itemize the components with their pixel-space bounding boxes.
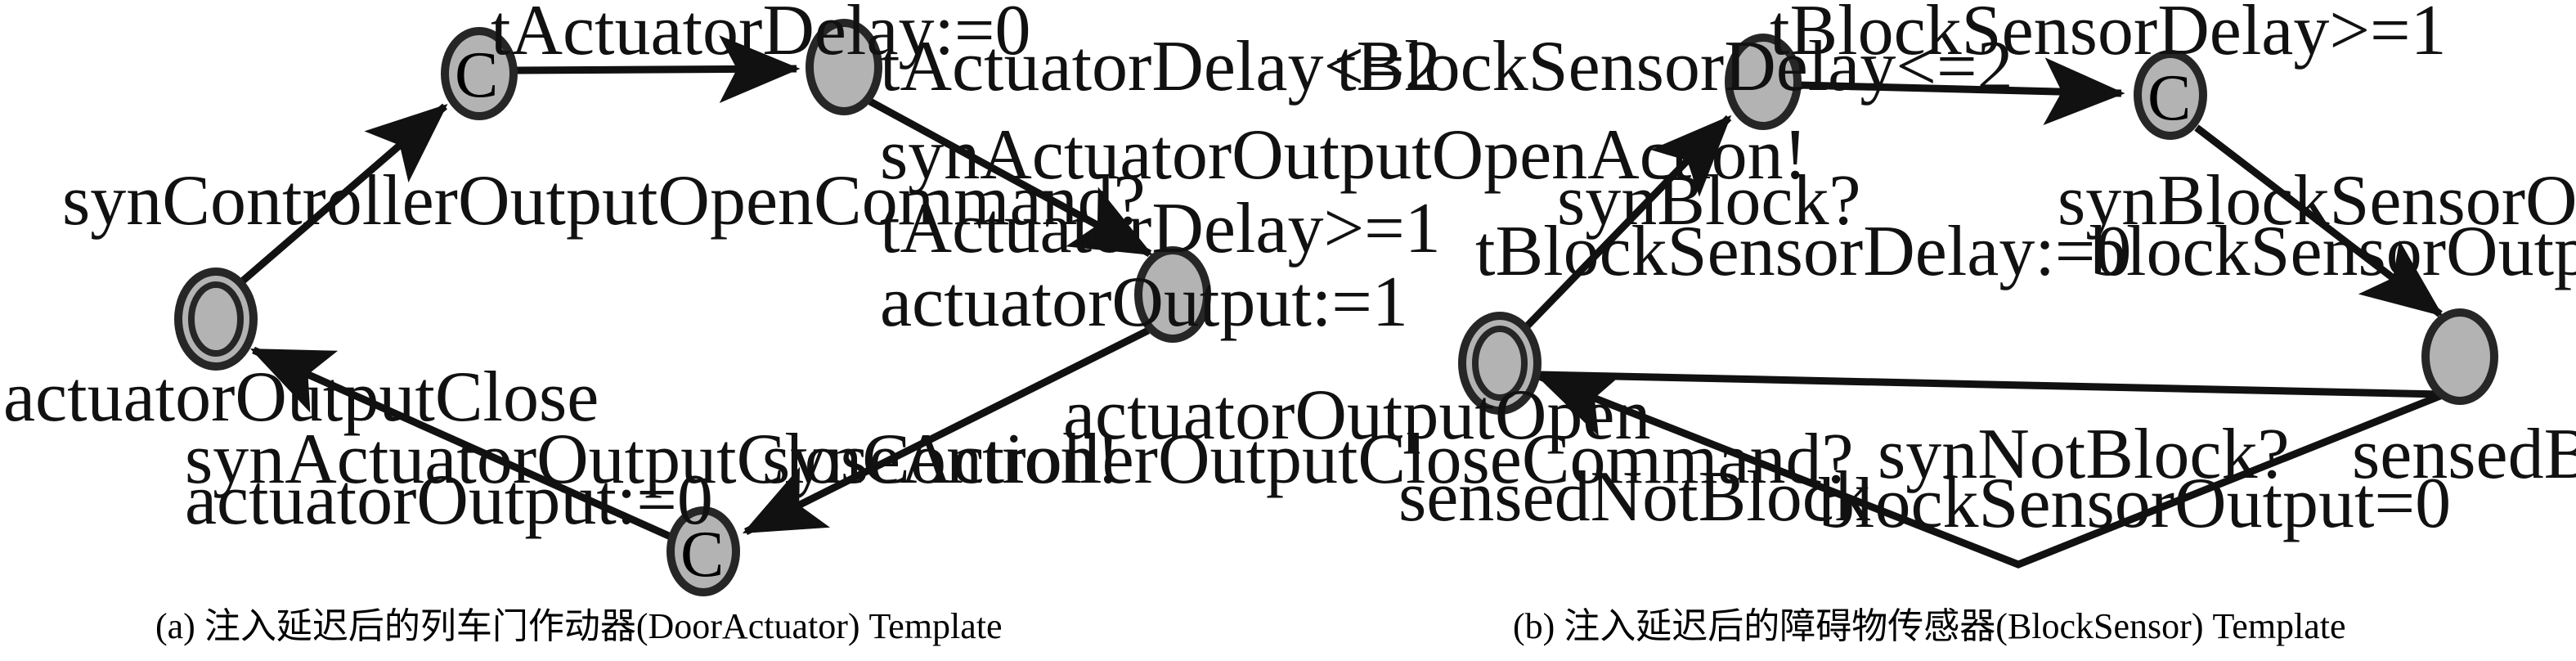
label-b-output-block: synBlockSensorOutputBlock! xyxy=(2058,160,2576,241)
edge-a-c1-to-wait xyxy=(514,35,801,103)
label-a-guard-ge1: tActuatorDelay>=1 xyxy=(880,188,1441,268)
label-b-state-sensedblock: sensedBlock xyxy=(2352,414,2576,494)
label-b-guard-ge1: tBlockSensorDelay>=1 xyxy=(1770,0,2447,70)
label-a-state-open: actuatorOutputOpen xyxy=(1063,375,1651,455)
edge-b-blocked-to-init xyxy=(1538,371,2441,398)
edge-b-wait-to-c1 xyxy=(1798,57,2125,125)
committed-marker-a1: C xyxy=(455,38,499,111)
caption-panel-a: (a) 注入延迟后的列车门作动器(DoorActuator) Template xyxy=(155,605,1003,646)
committed-marker-b1: C xyxy=(2147,61,2192,134)
label-b-state-sensednotblock: sensedNotBlock xyxy=(1398,456,1870,537)
node-a-committed-1[interactable] xyxy=(441,27,518,120)
label-b-syn-notblock: synNotBlock? xyxy=(1878,414,2290,494)
node-b-committed[interactable] xyxy=(2134,50,2207,140)
caption-panel-b: (b) 注入延迟后的障碍物传感器(BlockSensor) Template xyxy=(1513,605,2346,646)
edge-b-init-to-wait xyxy=(1523,115,1732,330)
label-a-assign-close: actuatorOutput:=0 xyxy=(185,460,713,540)
label-a-open-action: synActuatorOutputOpenAction! xyxy=(880,115,1807,195)
label-b-invariant: tBlockSensorDelay<=2 xyxy=(1336,26,2013,106)
node-a-open[interactable] xyxy=(1134,246,1211,343)
label-b-syn-block: synBlock? xyxy=(1557,160,1861,241)
label-b-output-eq1: blockSensorOutput=1 xyxy=(2090,211,2576,291)
edge-a-wait-to-open xyxy=(868,98,1153,257)
edge-a-init-to-c1 xyxy=(240,103,448,285)
label-a-close-action: synActuatorOutputCloseAction! xyxy=(185,419,1120,499)
node-a-initial[interactable] xyxy=(174,268,258,371)
label-a-open-command: synControllerOutputOpenCommand? xyxy=(62,160,1146,241)
edge-a-open-to-c2 xyxy=(742,326,1151,536)
edge-b-c1-to-blocked xyxy=(2194,124,2444,317)
label-a-close-command: synControllerOutputCloseCommand? xyxy=(762,419,1854,499)
label-a-invariant: tActuatorDelay<=2 xyxy=(880,26,1441,106)
edge-a-c2-to-init xyxy=(249,346,672,541)
label-b-delay-reset: tBlockSensorDelay:=0 xyxy=(1475,211,2132,291)
label-a-state-close: actuatorOutputClose xyxy=(3,357,599,437)
node-a-wait[interactable] xyxy=(806,19,882,115)
node-b-wait[interactable] xyxy=(1725,34,1802,130)
label-a-assign-open: actuatorOutput:=1 xyxy=(880,262,1408,342)
committed-marker-a2: C xyxy=(680,517,725,591)
node-b-blocked[interactable] xyxy=(2421,308,2498,405)
label-a-delay-reset: tActuatorDelay:=0 xyxy=(491,0,1031,70)
edge-b-blocked-to-init-bend xyxy=(1535,372,2450,569)
node-a-committed-2[interactable] xyxy=(666,506,740,596)
label-b-output-eq0: blockSensorOutput=0 xyxy=(1819,463,2452,543)
node-b-initial[interactable] xyxy=(1458,312,1542,415)
